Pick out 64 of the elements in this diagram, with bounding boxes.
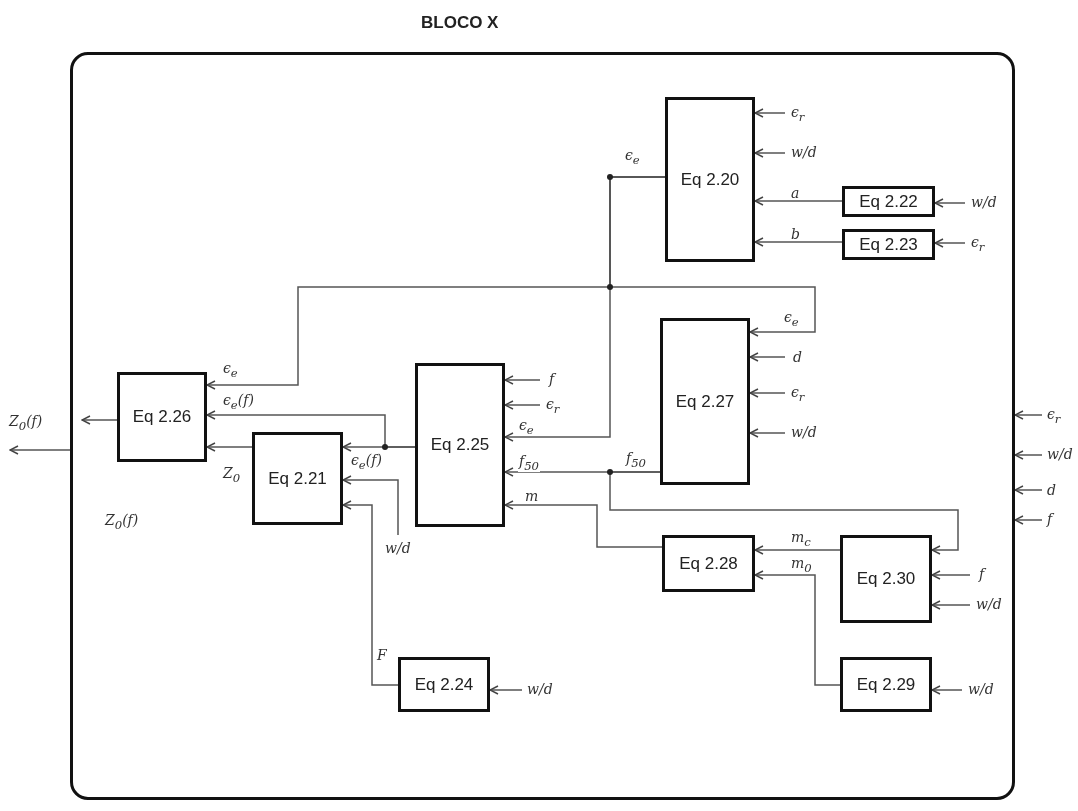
edge-label: d [792,350,803,364]
block-title: BLOCO X [421,13,499,33]
arrow [1014,450,1043,460]
arrow [504,176,666,442]
arrow [749,352,786,362]
arrow [504,500,663,548]
arrow [754,545,841,555]
edge-label: F [376,648,388,662]
arrow [931,600,971,610]
equation-box: Eq 2.21 [252,432,343,525]
arrow [934,198,966,208]
arrow [342,500,399,686]
arrow [749,388,786,398]
equation-box: Eq 2.20 [665,97,755,262]
edge-label: ϵ$_{e}$(f) [350,453,383,472]
arrow [489,685,523,695]
arrow [931,570,971,580]
edge-label: w/d [526,682,554,696]
edge-label: ϵ$_{e}$(f) [222,393,255,412]
edge-label: b [790,227,801,241]
equation-box: Eq 2.27 [660,318,750,485]
edge-label: w/d [790,145,818,159]
edge-label: f [548,372,556,386]
edge-label: w/d [967,682,995,696]
signal-label: f$_{50}$ [625,451,648,470]
equation-box: Eq 2.25 [415,363,505,527]
edge-label: w/d [970,195,998,209]
arrow [931,685,963,695]
arrow [504,375,541,385]
arrow [1014,485,1043,495]
edge-label: Z$_{0}$ [222,466,242,485]
arrow [754,108,786,118]
equation-box: Eq 2.23 [842,229,935,260]
edge-label: f$_{50}$ [518,454,541,473]
arrow [754,237,843,247]
edge-label: w/d [975,597,1003,611]
edge-label: d [1046,483,1057,497]
arrow [754,148,786,158]
edge-label: w/d [384,541,412,555]
edge-label: w/d [1046,447,1074,461]
arrow [81,415,118,425]
edge-label: f [978,567,986,581]
arrow [342,442,416,452]
arrow [206,442,253,452]
equation-box: Eq 2.30 [840,535,932,623]
arrow [1014,515,1043,525]
equation-box: Eq 2.22 [842,186,935,217]
signal-label: Z$_{0}$(f) [104,513,140,532]
equation-box: Eq 2.29 [840,657,932,712]
equation-box: Eq 2.26 [117,372,207,462]
arrow [1014,410,1043,420]
edge-label: w/d [790,425,818,439]
edge-label: Z$_{0}$(f) [8,414,44,433]
arrow [934,238,966,248]
arrow [754,196,843,206]
arrow [754,570,841,686]
arrow [504,400,541,410]
equation-box: Eq 2.24 [398,657,490,712]
arrow [609,471,959,555]
equation-box: Eq 2.28 [662,535,755,592]
arrow [9,445,71,455]
arrow [749,428,786,438]
arrow [342,475,399,536]
edge-label: f [1046,512,1054,526]
